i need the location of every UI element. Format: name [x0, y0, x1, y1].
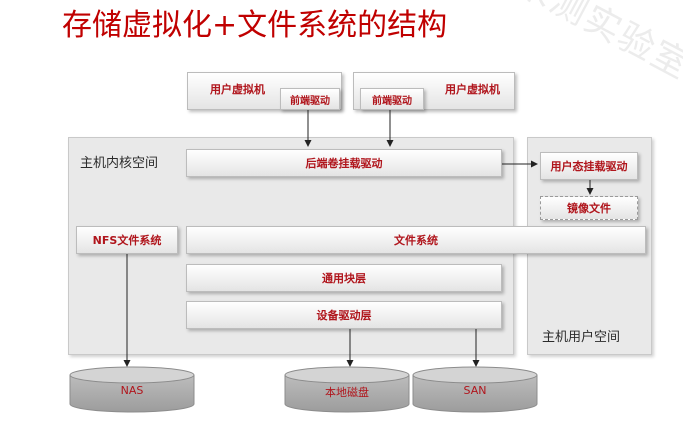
san-label: SAN — [463, 384, 487, 397]
device-driver-layer: 设备驱动层 — [186, 301, 502, 329]
local-disk-label: 本地磁盘 — [325, 386, 369, 399]
nfs-filesystem: NFS文件系统 — [76, 226, 178, 254]
vm-right-frontend-driver: 前端驱动 — [360, 88, 424, 110]
vm-right-label: 用户虚拟机 — [445, 83, 500, 96]
user-mount-driver: 用户态挂载驱动 — [540, 152, 638, 180]
nas-label: NAS — [120, 384, 144, 397]
vm-left-frontend-driver: 前端驱动 — [280, 88, 340, 110]
san-cylinder — [412, 366, 538, 413]
backend-volume-driver: 后端卷挂载驱动 — [186, 149, 502, 177]
generic-block-layer: 通用块层 — [186, 264, 502, 292]
kernel-space-label: 主机内核空间 — [80, 156, 159, 171]
filesystem: 文件系统 — [186, 226, 646, 254]
page-title: 存储虚拟化+文件系统的结构 — [62, 8, 448, 43]
vm-left-label: 用户虚拟机 — [210, 83, 265, 96]
user-space-label: 主机用户空间 — [542, 330, 621, 345]
image-file: 镜像文件 — [540, 196, 638, 220]
local-disk-cylinder — [284, 366, 410, 413]
nas-cylinder — [69, 366, 195, 413]
